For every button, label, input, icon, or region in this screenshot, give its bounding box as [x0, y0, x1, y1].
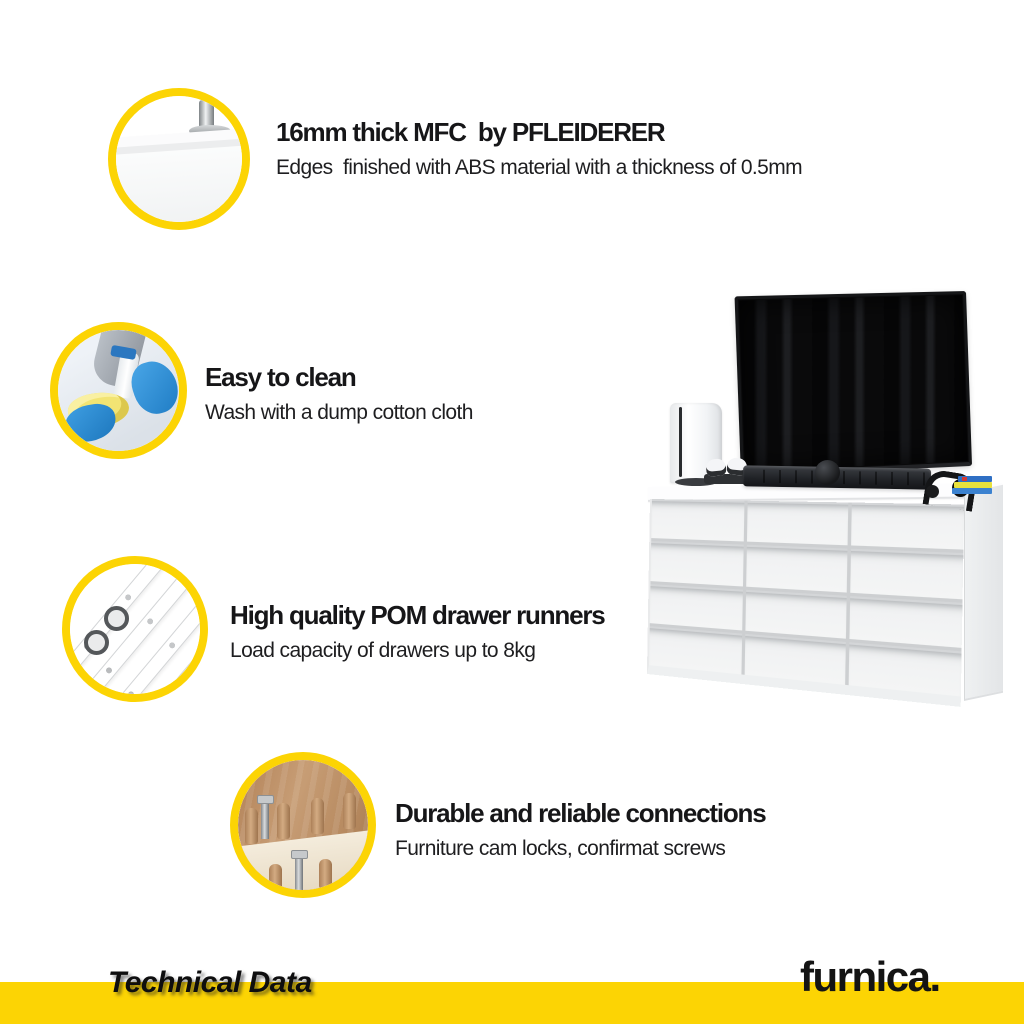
- game-box-blue: [958, 476, 992, 482]
- screw-head: [291, 849, 309, 859]
- feature-photo-corner: [108, 88, 250, 230]
- feature-photo-cleaning: [50, 322, 187, 459]
- feature-text-runners: High quality POM drawer runners Load cap…: [230, 600, 650, 663]
- footer-yellow-band: [0, 982, 1024, 1024]
- controller-dock: [704, 474, 750, 484]
- product-scene: [646, 285, 1008, 725]
- wooden-dowel: [277, 802, 290, 839]
- feature-title: Easy to clean: [205, 362, 357, 392]
- feature-photo-runners: [62, 556, 208, 702]
- feature-subtitle: Load capacity of drawers up to 8kg: [230, 638, 536, 662]
- runner-roller: [104, 606, 129, 631]
- drawer-front: [849, 642, 962, 697]
- controller: [705, 458, 727, 477]
- feature-subtitle: Furniture cam locks, confirmat screws: [395, 836, 726, 860]
- wooden-dowel: [244, 808, 258, 845]
- game-boxes: [952, 476, 994, 494]
- wooden-dowel: [318, 858, 332, 889]
- drawer-front: [849, 595, 963, 648]
- dowels-photo: [238, 760, 368, 890]
- drawer-runners-photo: [70, 564, 200, 694]
- feature-text-connections: Durable and reliable connections Furnitu…: [395, 798, 835, 861]
- game-console: [670, 403, 722, 486]
- feature-subtitle: Edges finished with ABS material with a …: [276, 155, 803, 179]
- console-stand: [675, 478, 717, 486]
- feature-photo-connections: [230, 752, 376, 898]
- tv-panel: [738, 295, 968, 472]
- feature-title: 16mm thick MFC by PFLEIDERER: [276, 117, 666, 147]
- feature-title: High quality POM drawer runners: [230, 600, 606, 630]
- feature-text-mfc: 16mm thick MFC by PFLEIDERER Edges finis…: [276, 117, 836, 180]
- chrome-foot-leg: [199, 99, 215, 129]
- drawer-front: [649, 583, 743, 631]
- confirmat-screw: [261, 799, 270, 839]
- feature-title: Durable and reliable connections: [395, 798, 767, 828]
- drawer-front: [851, 502, 965, 550]
- drawer-front: [651, 499, 745, 542]
- cleaning-photo: [58, 330, 179, 451]
- wooden-dowel: [343, 792, 357, 829]
- feature-subtitle: Wash with a dump cotton cloth: [205, 400, 473, 424]
- wooden-dowel: [269, 864, 283, 890]
- game-controllers: [704, 457, 750, 484]
- headphone-earcup: [926, 485, 939, 498]
- game-box-blue: [952, 488, 992, 494]
- brand-logo: furnica.: [800, 953, 941, 1000]
- speaker-ball: [815, 460, 840, 485]
- feature-text-clean: Easy to clean Wash with a dump cotton cl…: [205, 362, 625, 425]
- game-box-yellow: [954, 482, 992, 488]
- dresser-side-panel: [964, 484, 1003, 701]
- drawer-front: [649, 625, 742, 675]
- drawer-front: [745, 589, 848, 639]
- drawer-front: [850, 549, 964, 599]
- wooden-dowel: [310, 797, 324, 834]
- dresser-front: [646, 499, 965, 707]
- panel-corner-photo: [116, 96, 242, 222]
- runner-roller: [84, 630, 109, 655]
- panel-front-face: [116, 144, 242, 222]
- confirmat-screw: [295, 853, 304, 890]
- drawer-front: [745, 544, 848, 593]
- game-box-logo: [962, 477, 967, 481]
- console-stripe: [679, 407, 682, 477]
- section-label: Technical Data: [108, 966, 312, 999]
- tv-screen: [734, 291, 973, 477]
- screw-head: [257, 795, 275, 805]
- drawer-front: [650, 541, 744, 586]
- drawer-front: [746, 500, 849, 546]
- drawer-front: [744, 633, 847, 685]
